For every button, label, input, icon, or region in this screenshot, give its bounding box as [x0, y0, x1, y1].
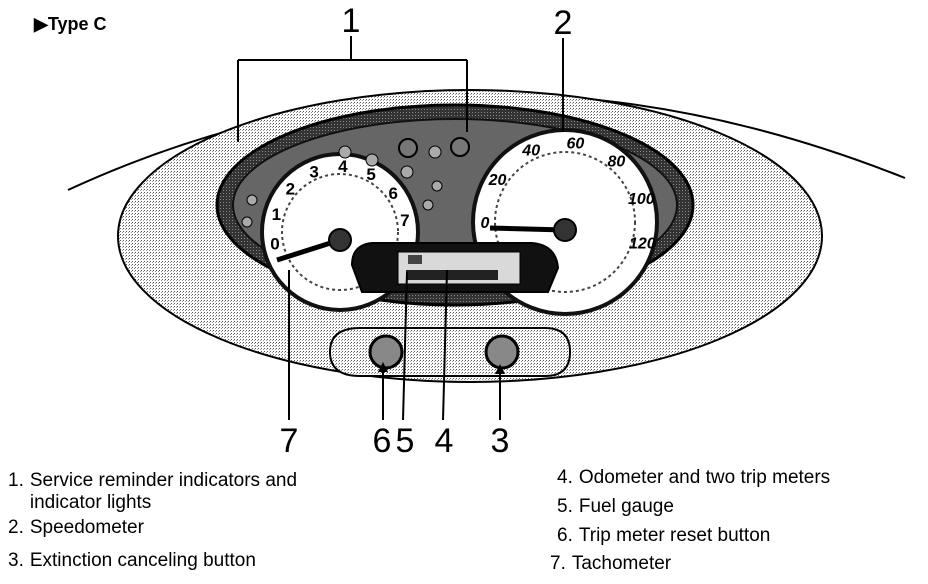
tach-tick-label: 4	[338, 157, 348, 176]
legend-item-2: 2.Speedometer	[8, 517, 144, 539]
indicator-light	[246, 194, 258, 206]
legend-text: Trip meter reset button	[578, 525, 771, 546]
tach-tick-label: 1	[272, 205, 281, 224]
button-panel	[328, 327, 572, 377]
speed-tick-label: 0	[481, 215, 490, 232]
legend-item-7: 7.Tachometer	[550, 553, 671, 575]
legend-item-3: 3.Extinction canceling button	[8, 550, 256, 572]
extinction-canceling-button	[484, 334, 520, 370]
type-label-text: Type C	[47, 14, 107, 34]
tach-tick-label: 7	[400, 211, 409, 230]
tach-tick-label: 5	[366, 165, 375, 184]
callout-4: 4	[435, 422, 454, 460]
legend-text: Service reminder indicators and indicato…	[29, 470, 298, 513]
callout-5: 5	[396, 422, 415, 460]
callout-3: 3	[491, 422, 510, 460]
callout-7: 7	[280, 422, 299, 460]
legend-text: Speedometer	[29, 517, 144, 538]
callout-1: 1	[342, 2, 361, 40]
callout-2: 2	[554, 4, 573, 42]
leader-line-5	[402, 271, 408, 421]
tach-tick-label: 6	[388, 184, 397, 203]
indicator-light	[422, 199, 434, 211]
callout-6: 6	[373, 422, 392, 460]
legend-number: 6.	[557, 525, 573, 546]
type-label: ▶Type C	[34, 14, 107, 35]
indicator-lights	[241, 137, 470, 228]
speedometer-needle	[489, 225, 566, 233]
legend-number: 4.	[557, 467, 573, 488]
legend-text: Odometer and two trip meters	[578, 467, 831, 488]
legend-number: 1.	[8, 470, 24, 491]
indicator-light	[398, 138, 418, 158]
tach-tick-label: 2	[286, 180, 295, 199]
legend-text: Tachometer	[571, 553, 672, 574]
indicator-light	[450, 137, 470, 157]
indicator-light	[365, 153, 379, 167]
legend-number: 7.	[550, 553, 566, 574]
indicator-light	[400, 165, 414, 179]
speed-tick-label: 60	[567, 136, 585, 153]
triangle-marker-icon: ▶	[34, 14, 48, 34]
odometer-display	[350, 242, 560, 293]
indicator-light	[431, 180, 443, 192]
legend-item-1: 1.Service reminder indicators and indica…	[8, 470, 360, 514]
indicator-light	[428, 145, 442, 159]
trip-meter-reset-button	[368, 334, 404, 370]
legend-item-4: 4.Odometer and two trip meters	[557, 467, 830, 489]
tach-tick-label: 0	[270, 235, 279, 254]
legend-number: 2.	[8, 517, 24, 538]
speed-tick-label: 100	[628, 191, 655, 208]
leader-line-1	[237, 36, 468, 142]
legend-item-6: 6.Trip meter reset button	[557, 525, 770, 547]
indicator-light	[338, 145, 352, 159]
tach-tick-label: 3	[309, 162, 318, 181]
indicator-light	[241, 216, 253, 228]
legend-number: 5.	[557, 496, 573, 517]
speed-tick-label: 40	[521, 143, 540, 160]
speed-tick-label: 20	[488, 172, 507, 189]
legend-text: Extinction canceling button	[29, 550, 256, 571]
legend-text: Fuel gauge	[578, 496, 674, 517]
legend-item-5: 5.Fuel gauge	[557, 496, 674, 518]
leader-line-4	[442, 269, 448, 421]
speed-tick-label: 120	[629, 236, 656, 253]
speed-tick-label: 80	[608, 154, 626, 171]
legend-number: 3.	[8, 550, 24, 571]
